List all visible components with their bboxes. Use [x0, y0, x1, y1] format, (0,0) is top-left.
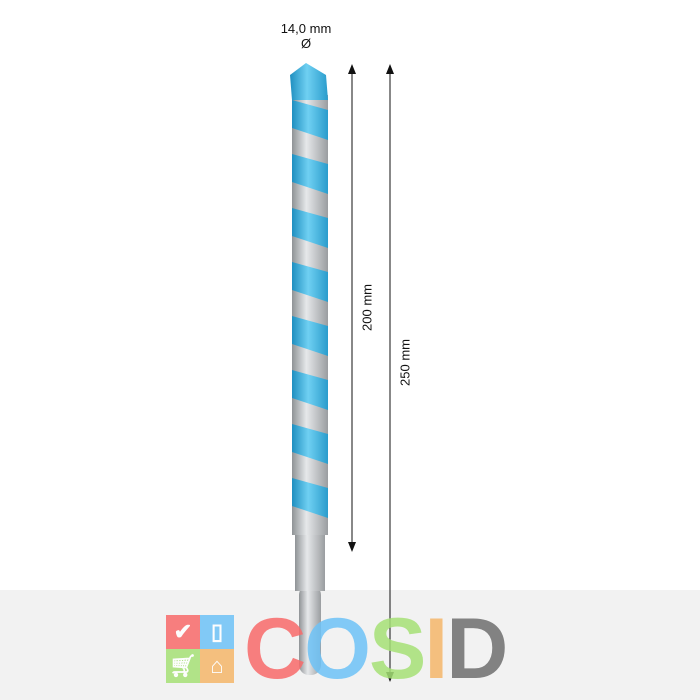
drill-bit — [290, 63, 328, 675]
cosid-watermark-logo: ✔ ▯ 🛒︎ ⌂ COSID — [166, 606, 508, 692]
drill-shank-end — [299, 585, 321, 675]
drill-carbide-tip — [290, 63, 328, 100]
logo-letter: O — [304, 601, 371, 697]
spiral-segment — [292, 100, 328, 140]
logo-letter: S — [369, 601, 426, 697]
total-length-arrow — [386, 64, 394, 682]
drill-spiral — [292, 100, 328, 518]
spiral-segment — [292, 154, 328, 194]
logo-letter: C — [244, 601, 306, 697]
spiral-segment — [292, 316, 328, 356]
diameter-value: 14,0 mm — [280, 21, 332, 36]
check-icon: ✔ — [166, 615, 200, 649]
drill-shank — [295, 525, 325, 591]
spiral-segment — [292, 208, 328, 248]
spiral-segment — [292, 478, 328, 518]
spiral-segment — [292, 370, 328, 410]
house-icon: ⌂ — [200, 649, 234, 683]
working-length-label: 200 mm — [359, 267, 375, 348]
logo-letter: I — [424, 601, 448, 697]
logo-tiles: ✔ ▯ 🛒︎ ⌂ — [166, 615, 234, 683]
spiral-segment — [292, 424, 328, 464]
logo-text: COSID — [244, 606, 508, 692]
cart-icon: 🛒︎ — [166, 649, 200, 683]
logo-letter: D — [446, 601, 508, 697]
mouse-icon: ▯ — [200, 615, 234, 649]
spiral-segment — [292, 262, 328, 302]
working-length-arrow — [348, 64, 356, 552]
diameter-label: 14,0 mm Ø — [266, 21, 346, 51]
total-length-label: 250 mm — [397, 322, 413, 403]
diameter-symbol: Ø — [300, 36, 312, 51]
footer-band — [0, 590, 700, 700]
